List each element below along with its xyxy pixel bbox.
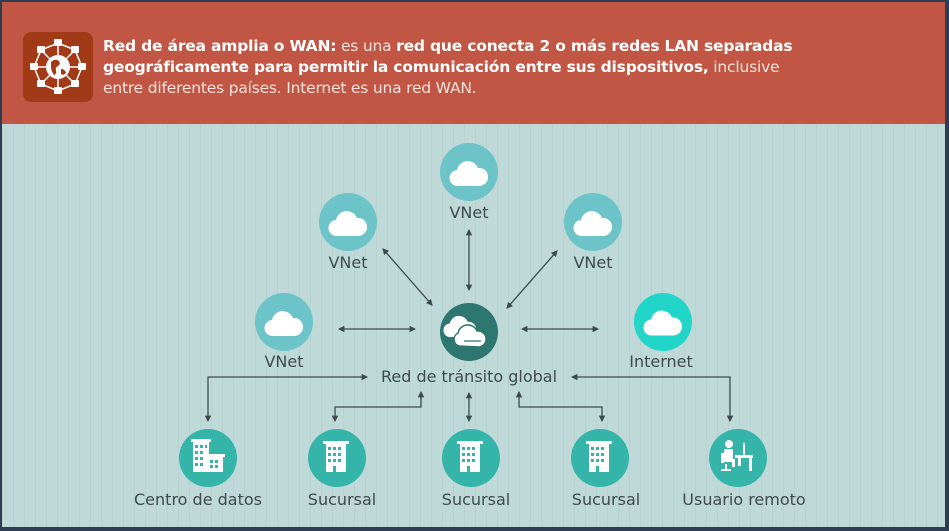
transit-center-label: Red de tránsito global — [380, 367, 558, 386]
vnet-top-label: VNet — [449, 203, 489, 222]
connector-vnet-upper-right — [506, 250, 558, 309]
remote-user-label: Usuario remoto — [682, 490, 806, 509]
header-text-part: es una — [336, 37, 397, 55]
branch-2-node — [442, 429, 500, 487]
datacenter-node — [179, 429, 237, 487]
vnet-upper-left-label: VNet — [328, 253, 368, 272]
header-banner: Red de área amplia o WAN: es una red que… — [2, 2, 945, 124]
building-icon — [457, 441, 483, 472]
transit-center-node — [440, 303, 498, 361]
branch-3-node — [571, 429, 629, 487]
connector-branch-1 — [331, 390, 425, 423]
header-text-part: inclusive entre diferentes países. Inter… — [103, 58, 780, 97]
vnet-upper-left-node — [319, 193, 377, 251]
connector-remote-user — [570, 373, 734, 423]
building-icon — [323, 441, 349, 472]
connector-datacenter — [204, 373, 369, 423]
buildings-icon — [191, 439, 225, 472]
vnet-upper-right-label: VNet — [573, 253, 613, 272]
vnet-upper-right-node — [564, 193, 622, 251]
globe-network-icon — [23, 32, 93, 102]
vnet-top-node — [440, 143, 498, 201]
vnet-left-label: VNet — [264, 352, 304, 371]
building-icon — [586, 441, 612, 472]
connector-vnet-upper-left — [382, 248, 433, 306]
internet-node — [634, 293, 692, 351]
person-at-desk-icon — [721, 440, 753, 471]
remote-user-node — [709, 429, 767, 487]
header-definition: red que conecta 2 o más redes LAN separa… — [103, 37, 793, 76]
internet-label: Internet — [629, 352, 693, 371]
branch-2-label: Sucursal — [441, 490, 511, 509]
header-term: Red de área amplia o WAN: — [103, 37, 337, 55]
connector-branch-3 — [515, 390, 606, 423]
branch-1-label: Sucursal — [307, 490, 377, 509]
branch-3-label: Sucursal — [571, 490, 641, 509]
vnet-left-node — [255, 293, 313, 351]
datacenter-label: Centro de datos — [134, 490, 262, 509]
branch-1-node — [308, 429, 366, 487]
header-description: Red de área amplia o WAN: es una red que… — [103, 36, 823, 99]
